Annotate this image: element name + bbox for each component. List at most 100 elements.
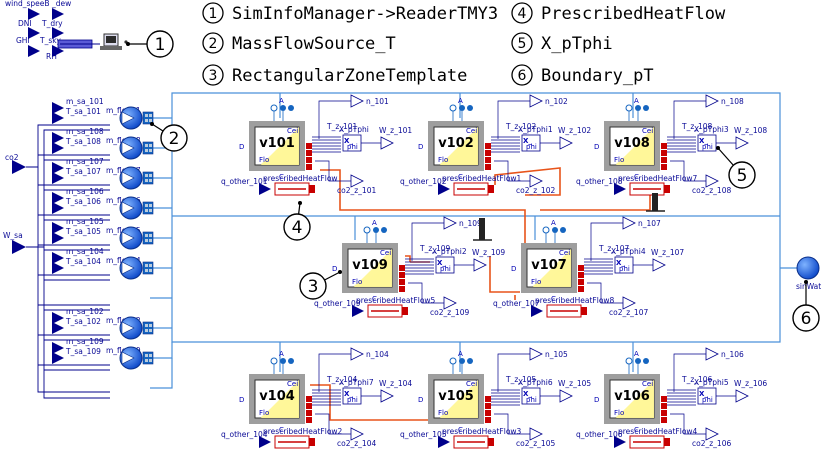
q-other-input-arrow	[438, 436, 450, 448]
zone-floor-label: Flo	[259, 409, 269, 417]
zone-air-label: A	[458, 97, 463, 105]
zone-heat-port	[661, 396, 667, 402]
sensor-icon	[646, 193, 665, 212]
input-w-sa[interactable]: W_sa	[3, 231, 26, 254]
prescribed-heat-flow[interactable]: prescribedHeatFlow7	[618, 174, 698, 196]
callout-marker: 4	[283, 201, 311, 241]
signal-wire	[26, 124, 110, 168]
prescribed-heat-flow[interactable]: prescribedHeatFlow2	[263, 427, 343, 449]
callout-circle	[283, 213, 311, 241]
boundary-sinwat[interactable]: sinWat	[796, 256, 821, 291]
zone-floor-label: Flo	[259, 156, 269, 164]
zone-floor-label: Flo	[531, 278, 541, 286]
weather-label-ghi: GHI	[16, 36, 30, 45]
signal-input-arrow	[52, 342, 64, 354]
zone-co2-label: co2_z_106	[692, 439, 731, 448]
zone-port	[270, 357, 278, 365]
occupancy-output-arrow	[350, 94, 364, 108]
zone-heat-port	[306, 143, 312, 149]
legend-number: 5	[518, 36, 527, 52]
x-ptphi-label: X_	[437, 259, 446, 267]
prescribed-heat-flow[interactable]: prescribedHeatFlow3	[442, 427, 522, 449]
zone-door-label: D	[332, 265, 337, 273]
legend-text: MassFlowSource_T	[232, 34, 396, 54]
zone-name: v105	[438, 389, 474, 404]
prescribed-heat-flow[interactable]: prescribedHeatFlow5	[356, 296, 436, 318]
zone-n-label: n_108	[721, 97, 744, 106]
heat-wire	[489, 256, 520, 293]
occupancy-output-arrow	[350, 347, 364, 361]
source-m-label: m_sa_102	[66, 307, 104, 316]
zone-name: v108	[614, 136, 650, 151]
legend-number-circle	[511, 64, 533, 86]
q-other-input-arrow	[531, 305, 543, 317]
zone-heat-port	[306, 417, 312, 423]
legend-number-circle	[202, 64, 224, 86]
fluid-wires	[26, 92, 797, 399]
zone-port	[643, 105, 649, 111]
zone-air-label: A	[279, 350, 284, 358]
zone-conv-label: C	[458, 426, 463, 434]
prescribed-heat-flow[interactable]: prescribedHeatFlow8	[535, 296, 615, 318]
zone-t-label: T_z_101	[326, 122, 358, 131]
occupancy-output-arrow	[705, 94, 719, 108]
zone-heat-port	[578, 279, 584, 285]
prescribed-heat-flow[interactable]: prescribedHeatFlow	[263, 174, 338, 196]
callout-circle	[728, 161, 756, 189]
weather-reader-block[interactable]: wind_speeB _dew DNI T_dry GHI T_sky RH	[5, 0, 128, 61]
prescribed-heat-flow[interactable]: prescribedHeatFlow4	[618, 427, 698, 449]
x-ptphi-sub: phi	[702, 143, 713, 151]
x-ptphi-name: X_pTphi5	[694, 378, 729, 387]
occupancy-output-arrow	[622, 216, 636, 230]
zone-heat-port	[485, 164, 491, 170]
zone-heat-port	[306, 157, 312, 163]
zone-port	[449, 104, 457, 112]
zone-ceiling-label: Cei	[380, 249, 391, 257]
x-ptphi-label: X_	[523, 390, 532, 398]
flow-arrow-icon	[121, 201, 135, 215]
heat-wire	[320, 169, 526, 246]
zone-port	[635, 105, 641, 111]
input-co2[interactable]: co2	[5, 153, 26, 174]
zone-door-label: D	[418, 396, 423, 404]
zone-heat-port	[306, 396, 312, 402]
zone-air-label: A	[634, 97, 639, 105]
zone-air-label: A	[458, 350, 463, 358]
legend-number-circle	[202, 2, 224, 24]
weather-label-dew: _dew	[51, 0, 71, 8]
weather-label-rh: RH	[46, 52, 57, 61]
zone-port	[459, 105, 465, 111]
zone-q-label: q_other_105	[400, 430, 447, 439]
zone-t-label: T_z_109	[419, 244, 451, 253]
source-t-label: T_sa_102	[65, 317, 101, 326]
prescribed-heat-flow[interactable]: prescribedHeatFlow1	[442, 174, 522, 196]
flow-arrow-icon	[121, 171, 135, 185]
source-m-label: m_sa_108	[66, 127, 104, 136]
zone-heat-port	[661, 417, 667, 423]
x-ptphi-name: X_pTphi	[339, 125, 369, 134]
zone-co2-label: co2_z_107	[609, 308, 648, 317]
